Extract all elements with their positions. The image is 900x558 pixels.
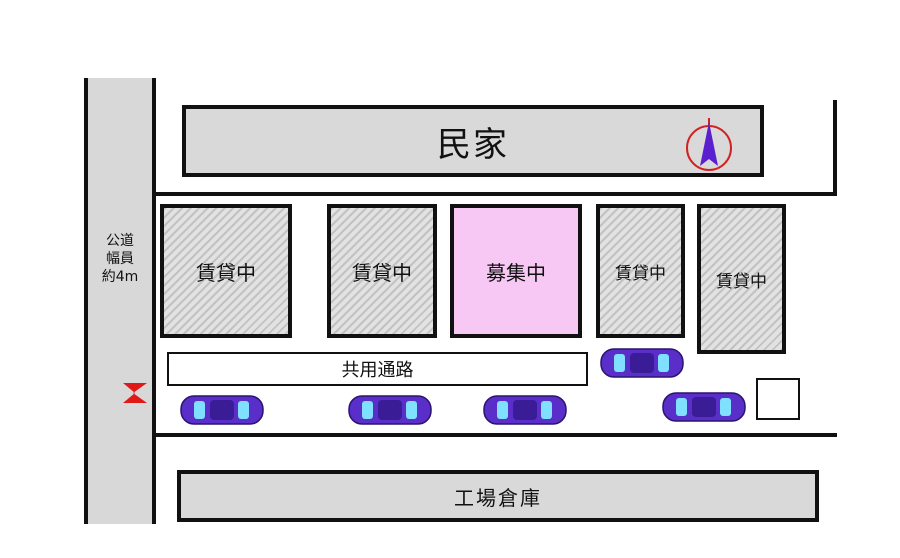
lot-5-status-label: 賃貸中	[716, 271, 767, 292]
car-icon	[348, 395, 432, 425]
lot-1: 賃貸中	[160, 204, 292, 338]
lot-5: 賃貸中	[697, 204, 786, 354]
car-icon	[180, 395, 264, 425]
car-icon	[483, 395, 567, 425]
public-road-label: 公道 幅員 約4m	[84, 232, 156, 286]
lot-4: 賃貸中	[596, 204, 685, 338]
lot-1-status-label: 賃貸中	[196, 260, 256, 285]
boundary-top-line	[152, 192, 837, 196]
utility-box	[756, 378, 800, 420]
lot-2: 賃貸中	[327, 204, 437, 338]
lot-2-status-label: 賃貸中	[352, 260, 412, 285]
road-label-line3: 約4m	[101, 269, 139, 285]
road-label-line2: 幅員	[106, 251, 134, 267]
lot-3-status-label: 募集中	[486, 260, 546, 285]
entry-arrow-icon	[123, 383, 147, 403]
factory-warehouse-label: 工場倉庫	[454, 485, 542, 510]
road-label-line1: 公道	[106, 233, 134, 249]
boundary-right-upper-line	[833, 100, 837, 196]
north-arrow-icon	[686, 118, 732, 171]
lot-4-status-label: 賃貸中	[615, 263, 666, 284]
neighbor-house: 民家	[182, 105, 764, 177]
factory-warehouse: 工場倉庫	[177, 470, 819, 522]
car-icon	[662, 392, 746, 422]
car-icon	[600, 348, 684, 378]
boundary-bottom-line	[152, 433, 837, 437]
neighbor-house-label: 民家	[437, 124, 509, 165]
shared-passage: 共用通路	[167, 352, 588, 386]
lot-3-recruiting: 募集中	[450, 204, 582, 338]
shared-passage-label: 共用通路	[341, 360, 414, 381]
public-road	[84, 78, 156, 524]
